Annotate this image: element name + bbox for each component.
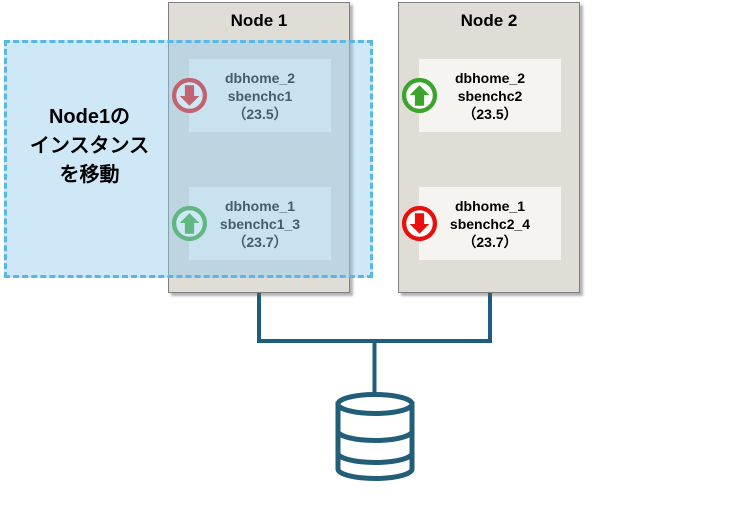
db-version-label: （23.7） xyxy=(462,233,518,250)
up-arrow-circle-icon xyxy=(401,77,438,114)
database-cylinder-icon xyxy=(335,392,415,481)
db-home-label: dbhome_1 xyxy=(224,197,295,214)
up-arrow-circle-icon xyxy=(171,205,208,242)
db-version-label: （23.5） xyxy=(462,105,518,122)
node-2-title: Node 2 xyxy=(460,11,518,30)
db-instance-label: sbenchc1_3 xyxy=(219,215,301,232)
db-version-label: （23.5） xyxy=(232,105,288,122)
node-2-box: Node 2 dbhome_2 sbenchc2 （23.5） dbhome_1… xyxy=(398,2,580,293)
db-home-label: dbhome_2 xyxy=(224,69,295,86)
node2-instance-box-dbhome1: dbhome_1 sbenchc2_4 （23.7） xyxy=(419,187,561,260)
db-home-label: dbhome_1 xyxy=(454,197,525,214)
node-1-title: Node 1 xyxy=(230,11,288,30)
db-instance-label: sbenchc2 xyxy=(457,87,523,104)
node-1-box: Node 1 dbhome_2 sbenchc1 （23.5） dbhome_1… xyxy=(168,2,350,293)
db-instance-label: sbenchc1 xyxy=(227,87,293,104)
node1-instance-box-dbhome2: dbhome_2 sbenchc1 （23.5） xyxy=(189,59,331,132)
node1-instance-box-dbhome1: dbhome_1 sbenchc1_3 （23.7） xyxy=(189,187,331,260)
down-arrow-circle-icon xyxy=(171,77,208,114)
down-arrow-circle-icon xyxy=(401,205,438,242)
node2-instance-box-dbhome2: dbhome_2 sbenchc2 （23.5） xyxy=(419,59,561,132)
db-home-label: dbhome_2 xyxy=(454,69,525,86)
db-version-label: （23.7） xyxy=(232,233,288,250)
node-to-bus-connector xyxy=(257,292,492,343)
db-instance-label: sbenchc2_4 xyxy=(449,215,531,232)
